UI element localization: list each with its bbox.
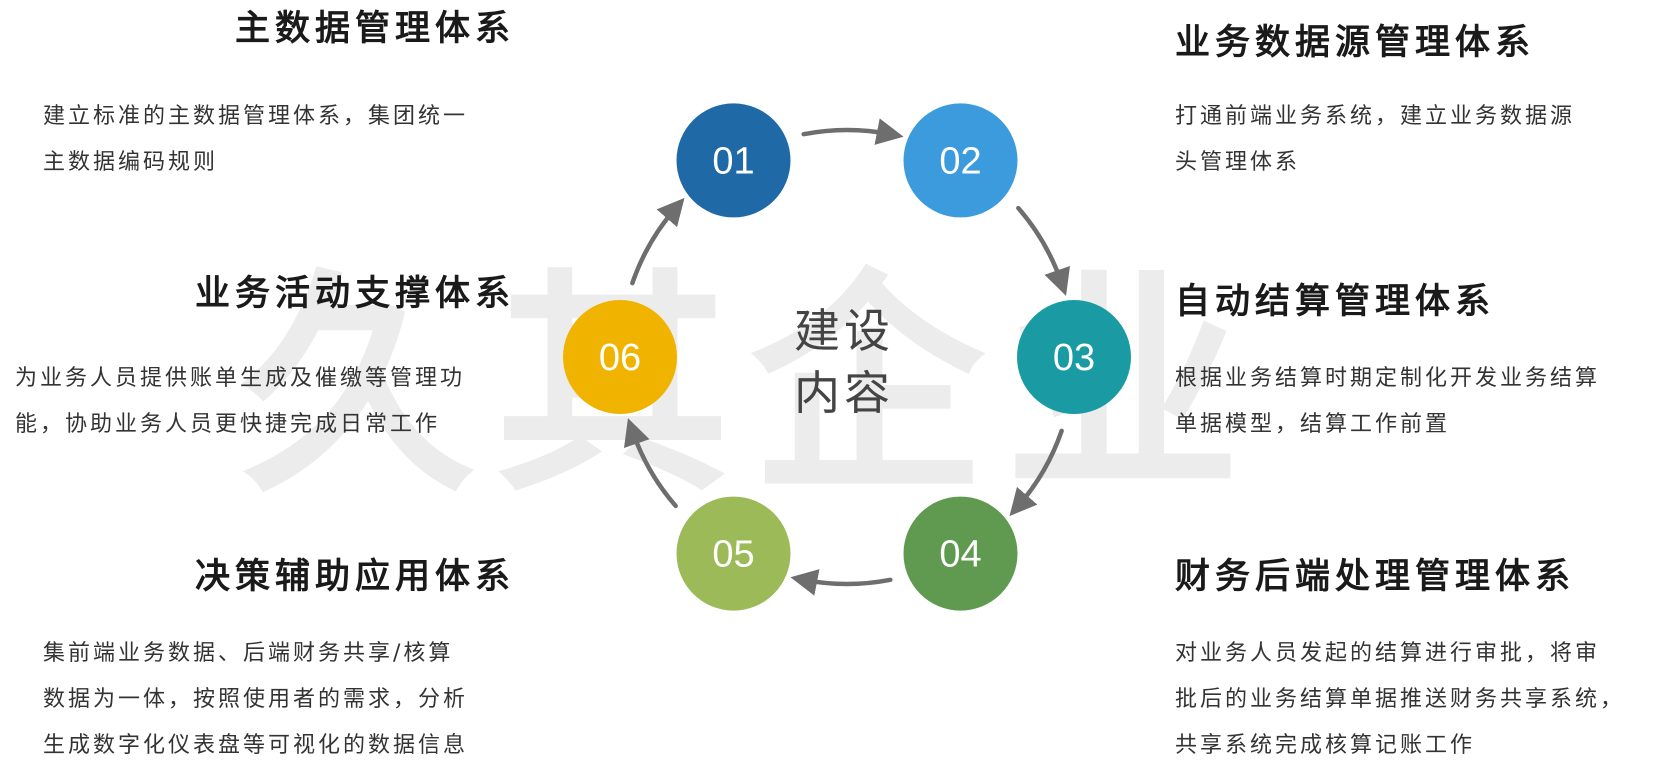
center-label-line: 内容 <box>794 366 894 420</box>
step-number: 05 <box>712 534 754 576</box>
arrow-06-to-next <box>630 197 685 286</box>
center-label: 建设 内容 <box>784 300 904 424</box>
desc-line: 为业务人员提供账单生成及催缴等管理功 <box>15 366 466 391</box>
desc-03: 根据业务结算时期定制化开发业务结算 单据模型，结算工作前置 <box>1175 356 1600 448</box>
title-04: 财务后端处理管理体系 <box>1175 557 1576 597</box>
center-label-line: 建设 <box>794 304 894 358</box>
step-node-05: 05 <box>676 496 791 611</box>
step-circle <box>903 496 1018 611</box>
desc-line: 生成数字化仪表盘等可视化的数据信息 <box>43 733 469 758</box>
desc-line: 打通前端业务系统，建立业务数据源 <box>1175 104 1576 129</box>
desc-line: 对业务人员发起的结算进行审批，将审 <box>1175 641 1601 666</box>
desc-04: 对业务人员发起的结算进行审批，将审 批后的业务结算单据推送财务共享系统， 共享系… <box>1175 631 1625 769</box>
title-03: 自动结算管理体系 <box>1175 282 1496 322</box>
desc-02: 打通前端业务系统，建立业务数据源 头管理体系 <box>1175 94 1575 186</box>
desc-line: 建立标准的主数据管理体系，集团统一 <box>43 104 469 129</box>
title-05: 决策辅助应用体系 <box>194 557 515 597</box>
desc-line: 批后的业务结算单据推送财务共享系统， <box>1175 687 1626 712</box>
step-node-06: 06 <box>563 300 677 414</box>
step-circle <box>676 496 791 611</box>
step-number: 03 <box>1053 337 1095 379</box>
title-02: 业务数据源管理体系 <box>1175 23 1536 63</box>
arrow-04-to-next <box>790 569 893 596</box>
step-circle <box>1017 300 1131 414</box>
step-node-02: 02 <box>903 103 1018 218</box>
step-number: 02 <box>939 140 981 182</box>
arrow-03-to-next <box>1009 428 1064 517</box>
arrow-02-to-next <box>1016 205 1070 296</box>
desc-line: 集前端业务数据、后端财务共享/核算 <box>43 641 454 666</box>
desc-line: 主数据编码规则 <box>43 150 219 175</box>
desc-line: 单据模型，结算工作前置 <box>1175 412 1451 437</box>
step-node-03: 03 <box>1017 300 1131 414</box>
desc-line: 共享系统完成核算记账工作 <box>1175 733 1476 758</box>
step-circle <box>563 300 677 414</box>
step-node-04: 04 <box>903 496 1018 611</box>
step-number: 01 <box>712 140 754 182</box>
arrow-01-to-next <box>801 118 904 145</box>
title-01: 主数据管理体系 <box>234 9 515 49</box>
step-number: 04 <box>939 534 981 576</box>
desc-line: 能，协助业务人员更快捷完成日常工作 <box>15 412 441 437</box>
desc-05: 集前端业务数据、后端财务共享/核算 数据为一体，按照使用者的需求，分析 生成数字… <box>43 631 468 769</box>
desc-line: 头管理体系 <box>1175 150 1301 175</box>
step-circle <box>903 103 1018 218</box>
arrow-05-to-next <box>624 418 678 509</box>
step-circle <box>676 103 791 218</box>
title-06: 业务活动支撑体系 <box>194 274 515 314</box>
step-node-01: 01 <box>676 103 791 218</box>
desc-line: 数据为一体，按照使用者的需求，分析 <box>43 687 469 712</box>
desc-06: 为业务人员提供账单生成及催缴等管理功 能，协助业务人员更快捷完成日常工作 <box>15 356 465 448</box>
step-number: 06 <box>599 337 641 379</box>
desc-01: 建立标准的主数据管理体系，集团统一 主数据编码规则 <box>43 94 468 186</box>
desc-line: 根据业务结算时期定制化开发业务结算 <box>1175 366 1601 391</box>
